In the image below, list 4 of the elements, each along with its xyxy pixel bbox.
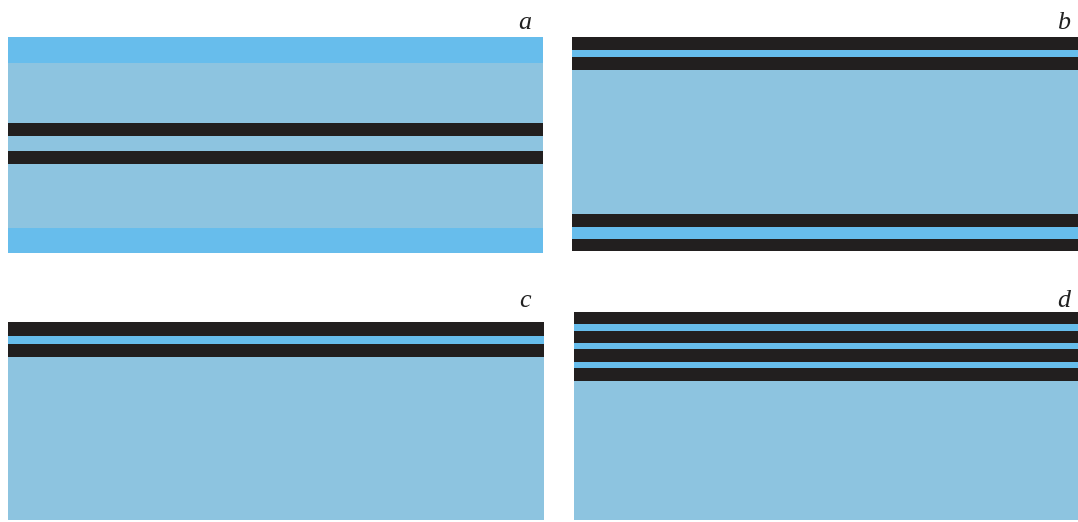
panel-letter: d <box>1058 286 1071 312</box>
panel-letter: b <box>1058 8 1071 34</box>
panel-letter: a <box>519 8 532 34</box>
panel-letter: c <box>520 286 532 312</box>
